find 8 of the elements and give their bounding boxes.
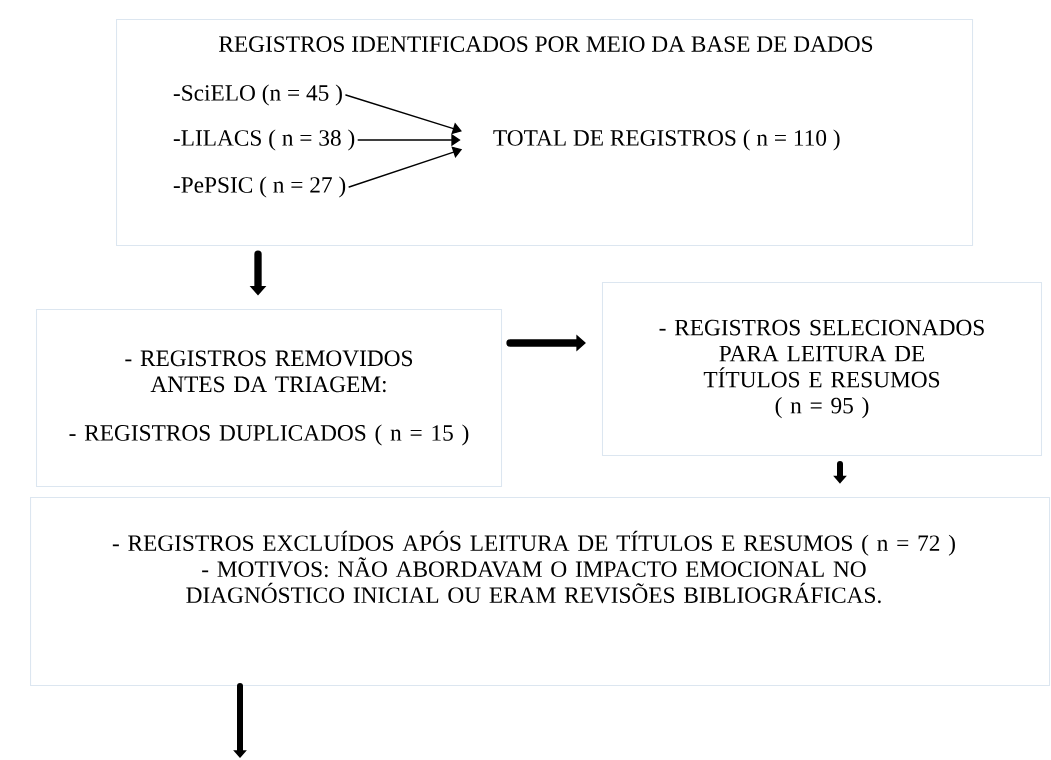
node-label: TOTAL DE REGISTROS ( n = 110 ): [493, 129, 840, 151]
arrow: [345, 94, 462, 135]
process-box: - REGISTROS EXCLUÍDOS APÓS LEITURA DE TÍTULOS E RESUMOS ( n = 72 ) - MOTIVOS: NÃO ABORDAVAM O IMPACTO EMOCIONAL NO DIAGNÓSTICO INICIAL OU ERAM REVISÕES BIBLIOGRÁFICAS.: [30, 497, 1051, 687]
node-label: -PePSIC ( n = 27 ): [173, 176, 346, 198]
node-label: -LILACS ( n = 38 ): [173, 129, 355, 151]
node-label: -SciELO (n = 45 ): [173, 84, 342, 106]
process-box: - REGISTROS SELECIONADOS PARA LEITURA DE TÍTULOS E RESUMOS ( n = 95 ): [601, 281, 1043, 457]
process-box: - REGISTROS REMOVIDOS ANTES DA TRIAGEM: - REGISTROS DUPLICADOS ( n = 15 ): [35, 308, 503, 488]
